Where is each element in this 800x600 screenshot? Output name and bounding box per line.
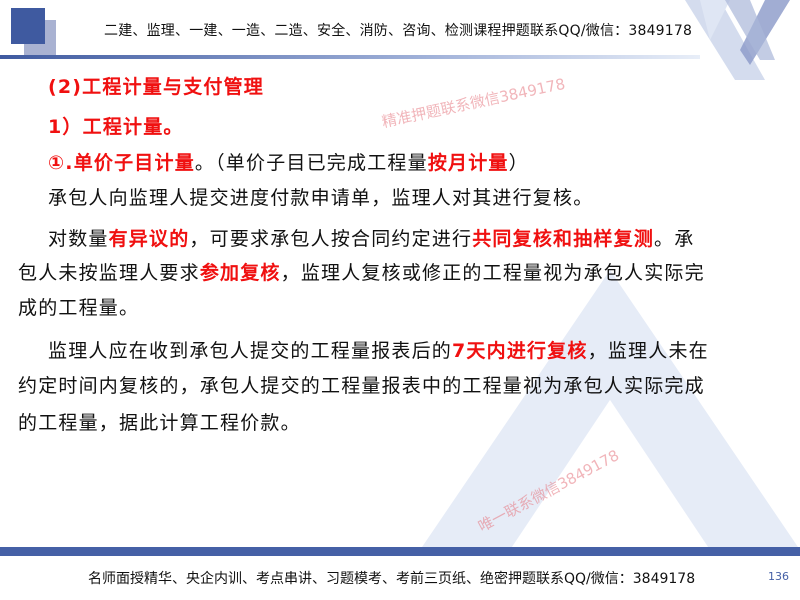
highlight: 按月计量	[427, 152, 509, 174]
header-decoration	[685, 0, 790, 80]
line-submit: 承包人向监理人提交进度付款申请单，监理人对其进行复核。	[48, 187, 594, 209]
text: 。承	[654, 228, 695, 250]
highlight: 有异议的	[108, 228, 190, 250]
para1-line1: 对数量有异议的，可要求承包人按合同约定进行共同复核和抽样复测。承	[48, 224, 694, 251]
text: ，监理人复核或修正的工程量视为承包人实际完	[280, 262, 705, 284]
highlight: 7天内进行复核	[452, 340, 588, 362]
text: 。（单价子目已完成工程量	[194, 152, 428, 174]
footer-text: 名师面授精华、央企内训、考点串讲、习题模考、考前三页纸、绝密押题联系QQ/微信：…	[88, 571, 696, 587]
logo-square-dark	[11, 8, 45, 44]
highlight: 共同复核和抽样复测	[472, 228, 655, 250]
para2-line2: 约定时间内复核的，承包人提交的工程量报表中的工程量视为承包人实际完成	[18, 375, 705, 397]
para2-line1: 监理人应在收到承包人提交的工程量报表后的7天内进行复核，监理人未在	[48, 336, 709, 363]
background-triangle	[420, 270, 800, 550]
text: 包人未按监理人要求	[18, 262, 200, 284]
text: ，可要求承包人按合同约定进行	[189, 228, 473, 250]
heading-2: 1）工程计量。	[48, 116, 184, 138]
para1-line2: 包人未按监理人要求参加复核，监理人复核或修正的工程量视为承包人实际完	[18, 258, 705, 285]
para2-line3: 的工程量，据此计算工程价款。	[18, 412, 301, 434]
highlight: 参加复核	[199, 262, 281, 284]
heading-1: (2)工程计量与支付管理	[48, 76, 264, 98]
unit-price-title: ①.单价子目计量	[48, 152, 195, 174]
para1-line3: 成的工程量。	[18, 297, 140, 319]
page-number: 136	[768, 570, 789, 583]
text: ，监理人未在	[587, 340, 709, 362]
line-unit-price: ①.单价子目计量。（单价子目已完成工程量按月计量）	[48, 148, 529, 175]
text: 监理人应在收到承包人提交的工程量报表后的	[48, 340, 453, 362]
footer-bar	[0, 547, 800, 556]
watermark: 精准押题联系微信3849178	[380, 74, 567, 132]
text: 对数量	[48, 228, 109, 250]
text: ）	[508, 152, 529, 174]
header-divider	[0, 55, 700, 59]
header-text: 二建、监理、一建、一造、二造、安全、消防、咨询、检测课程押题联系QQ/微信：38…	[104, 23, 693, 39]
